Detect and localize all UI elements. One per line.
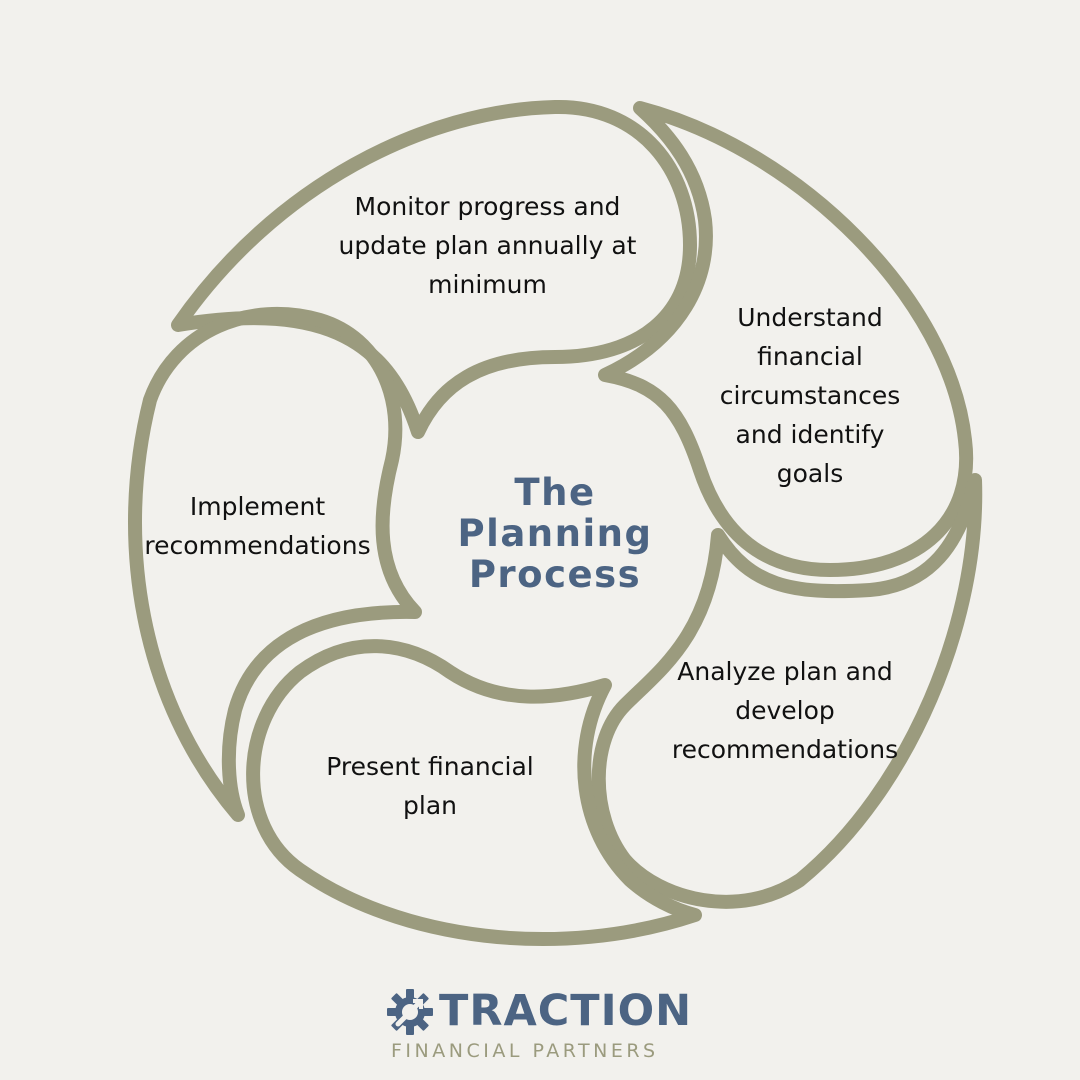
- step-monitor-line-2: update plan annually at: [338, 231, 637, 260]
- step-present-label: Present financial plan: [295, 747, 565, 825]
- company-logo: TRACTION FINANCIAL PARTNERS: [385, 985, 705, 1070]
- step-understand-line-3: circumstances: [719, 381, 901, 410]
- diagram-title-line-1: The: [514, 471, 596, 514]
- step-analyze-line-1: Analyze plan and: [677, 657, 893, 686]
- step-implement-label: Implement recommendations: [135, 487, 380, 565]
- diagram-title-line-2: Planning: [457, 512, 653, 555]
- petal-analyze: [591, 473, 983, 909]
- diagram-title-line-3: Process: [468, 553, 642, 596]
- petal-monitor: [171, 99, 697, 439]
- step-understand-line-5: goals: [776, 459, 844, 488]
- step-analyze-line-3: recommendations: [671, 735, 899, 764]
- step-present-line-2: plan: [403, 791, 457, 820]
- step-present-line-1: Present financial: [326, 752, 534, 781]
- step-implement-line-2: recommendations: [144, 531, 371, 560]
- step-understand-label: Understand financial circumstances and i…: [700, 298, 920, 493]
- step-understand-line-4: and identify: [735, 420, 885, 449]
- step-monitor-line-1: Monitor progress and: [354, 192, 621, 221]
- step-monitor-label: Monitor progress and update plan annuall…: [315, 187, 660, 304]
- step-analyze-line-2: develop: [735, 696, 835, 725]
- logo-wordmark: TRACTION: [439, 986, 693, 1036]
- step-monitor-line-3: minimum: [428, 270, 547, 299]
- step-implement-line-1: Implement: [189, 492, 326, 521]
- step-understand-line-1: Understand: [737, 303, 883, 332]
- logo-subtitle: FINANCIAL PARTNERS: [391, 1040, 659, 1062]
- petal-understand: [598, 101, 974, 577]
- step-understand-line-2: financial: [757, 342, 863, 371]
- petal-implement: [128, 306, 422, 822]
- diagram-title: The Planning Process: [395, 472, 715, 595]
- step-analyze-label: Analyze plan and develop recommendations: [650, 652, 920, 769]
- petal-present: [246, 639, 702, 946]
- gear-icon: [387, 989, 433, 1035]
